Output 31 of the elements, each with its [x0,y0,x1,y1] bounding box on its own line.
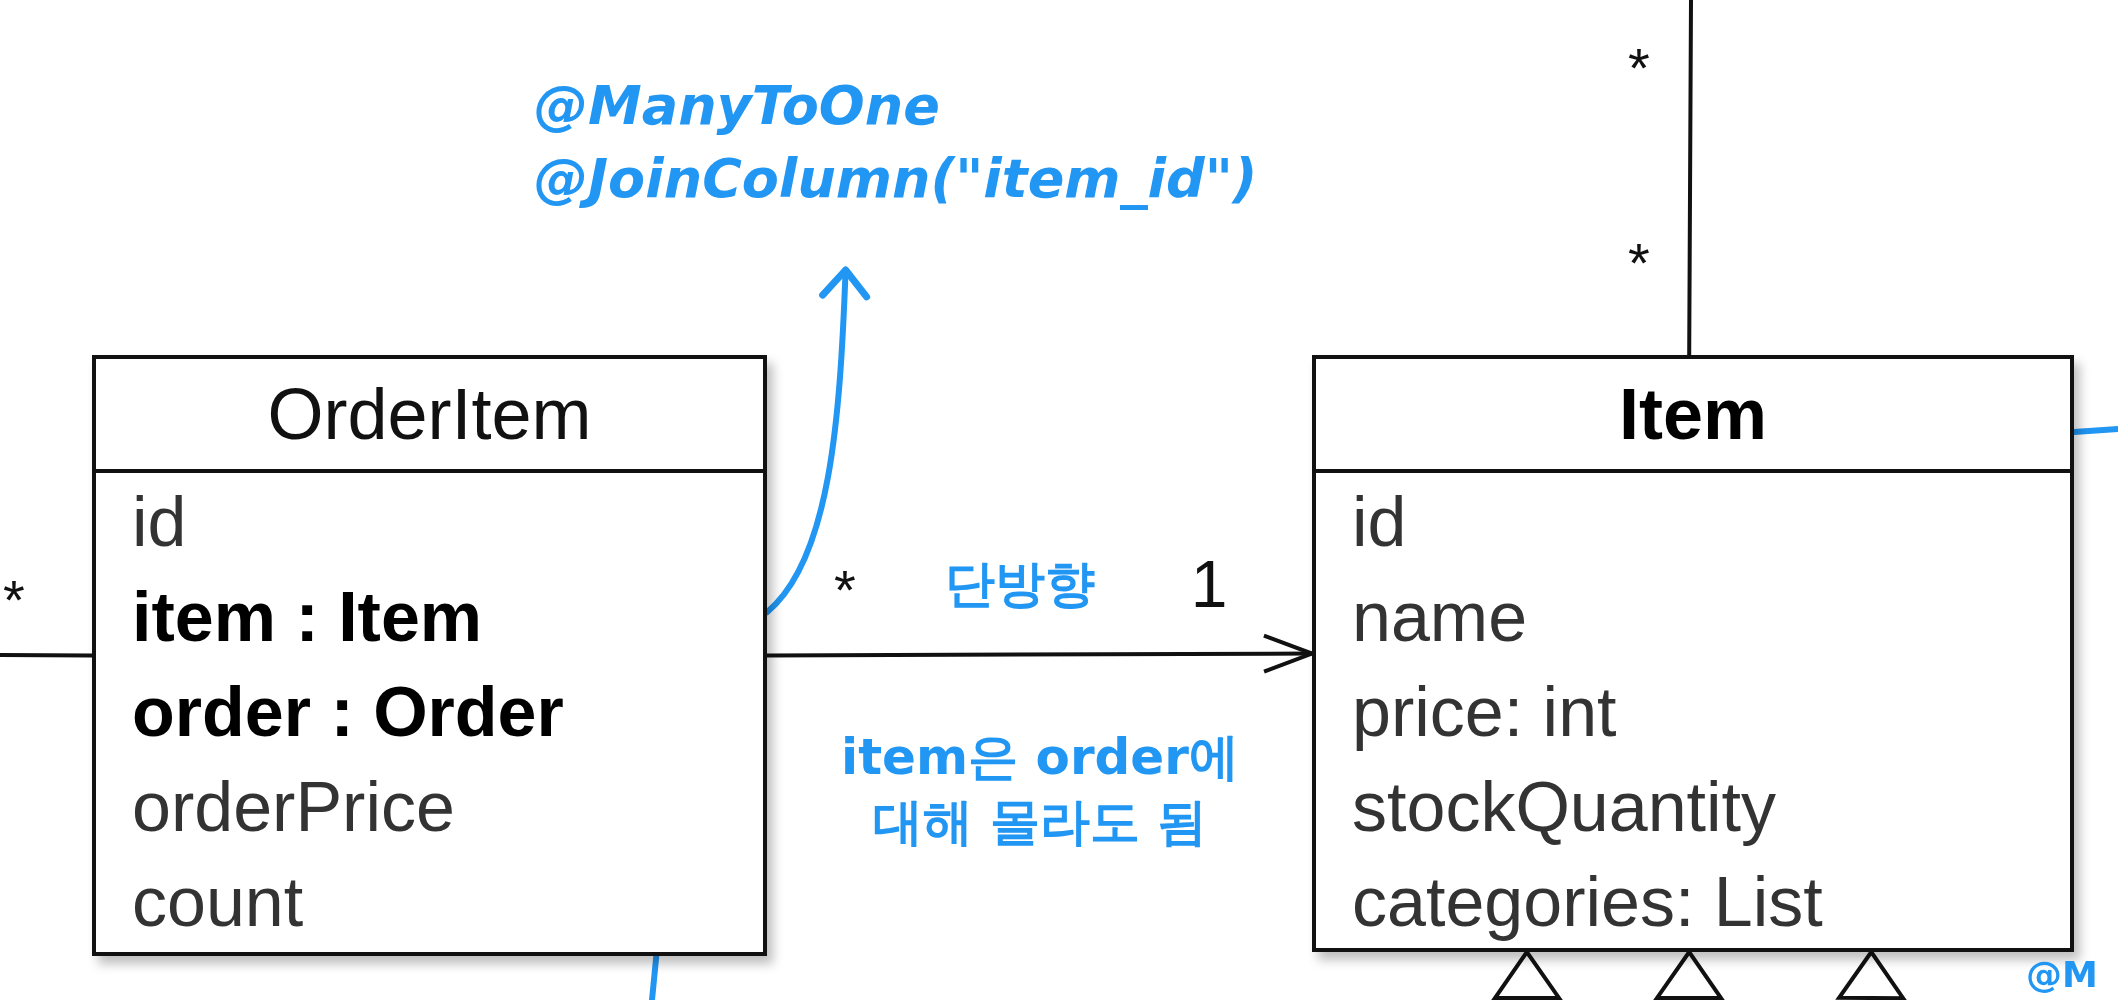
class-box [1312,355,2074,952]
annotation-text: item은 order에 대해 몰라도 됨 [840,727,1240,853]
annotation-arrow [764,266,870,616]
attribute-text: order : Order [132,672,565,753]
multiplicity-label: * [3,566,25,633]
inheritance-arrow [1493,950,1561,1000]
class-name: Item [1618,373,1767,455]
attribute-text: name [1352,577,1529,658]
association-arrow [765,633,1314,674]
attribute-text: item : Item [132,577,484,658]
annotation-text: @ManyToOne @JoinColumn("item_id") [534,73,1259,212]
attribute-text: orderPrice [132,767,456,848]
annotation-line [649,953,660,1000]
multiplicity-label: 1 [1190,546,1228,624]
inheritance-arrow [1655,950,1724,1000]
attribute-text: categories: List [1352,862,1824,943]
class-name: OrderItem [267,373,592,455]
annotation-text: @M [2026,952,2098,997]
attribute-text: id [132,482,188,563]
attribute-text: stockQuantity [1352,767,1778,848]
attribute-text: id [1352,482,1408,563]
association-line [0,653,94,658]
attribute-text: price: int [1352,672,1618,753]
annotation-line [2071,426,2118,435]
class-box [92,355,767,956]
attribute-text: count [132,862,305,943]
multiplicity-label: * [1628,229,1650,296]
multiplicity-label: * [834,556,856,623]
association-line [1687,0,1693,357]
multiplicity-label: * [1628,34,1650,101]
inheritance-arrow [1837,950,1906,1000]
